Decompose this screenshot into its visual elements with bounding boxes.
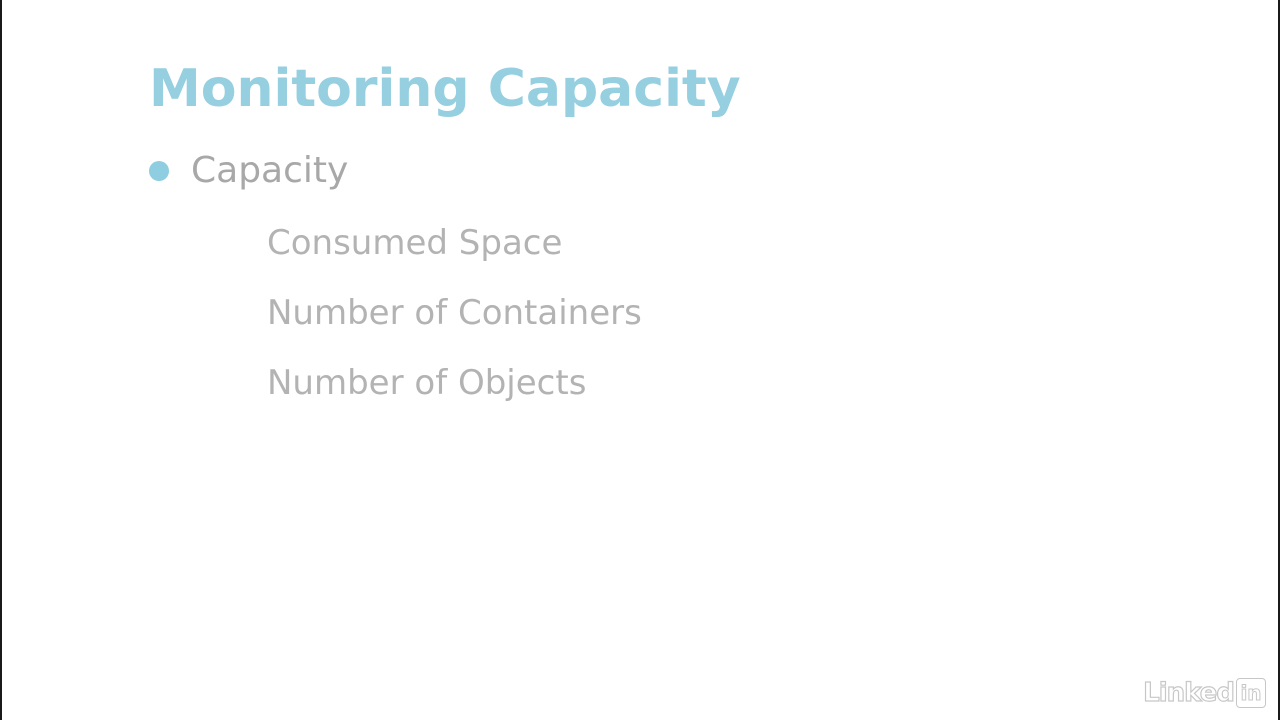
sub-item-number-of-objects: Number of Objects	[267, 363, 587, 403]
linkedin-logo-icon: in	[1236, 678, 1266, 708]
bullet-label: Capacity	[191, 150, 349, 192]
bullet-dot-icon	[149, 161, 169, 181]
sub-bullet-list: Consumed Space Number of Containers Numb…	[267, 218, 642, 428]
left-edge-border	[0, 0, 2, 720]
watermark-brand-text: Linked	[1143, 678, 1236, 708]
slide-title: Monitoring Capacity	[149, 59, 741, 119]
bullet-item-capacity: Capacity	[149, 146, 348, 196]
right-edge-border	[1278, 0, 1280, 720]
sub-item-consumed-space: Consumed Space	[267, 223, 563, 263]
sub-item-number-of-containers: Number of Containers	[267, 293, 642, 333]
linkedin-watermark: Linked in	[1143, 678, 1266, 708]
